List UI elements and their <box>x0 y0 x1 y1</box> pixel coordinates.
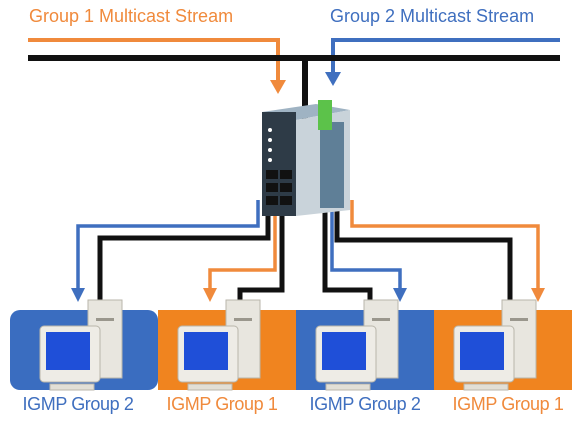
computer-monitor-screen <box>322 332 366 370</box>
host-group-label: IGMP Group 2 <box>22 394 134 414</box>
group1-arrowhead-host-2 <box>203 288 217 302</box>
group2-stream-arrowhead <box>325 72 341 86</box>
computer-keyboard <box>187 383 233 391</box>
group2-stream-line <box>331 38 560 74</box>
switch-port <box>266 170 278 179</box>
computer-monitor-screen <box>46 332 90 370</box>
group1-stream-arrowhead <box>270 80 286 94</box>
switch-status-leds <box>268 128 272 162</box>
group2-path-host-3 <box>330 210 402 290</box>
switch-port <box>266 183 278 192</box>
group2-arrowhead-host-1 <box>71 288 85 302</box>
switch-terminal-block <box>318 100 332 130</box>
host-computers <box>39 299 537 391</box>
cable-host-4 <box>334 205 513 338</box>
switch-led <box>268 158 272 162</box>
computer-drive-slot <box>96 318 114 321</box>
computer-keyboard <box>463 383 509 391</box>
cable-host-1 <box>97 205 271 338</box>
switch-led <box>268 128 272 132</box>
group1-path-host-4 <box>350 200 540 290</box>
switch-port <box>280 170 292 179</box>
computer-monitor-screen <box>184 332 228 370</box>
computer-drive-slot <box>372 318 390 321</box>
host-group-label: IGMP Group 1 <box>166 394 278 414</box>
computer-icon <box>453 299 537 391</box>
switch-ports <box>266 170 292 205</box>
group1-arrowhead-host-4 <box>531 288 545 302</box>
group2-path-host-1 <box>76 200 260 290</box>
switch-din-rail <box>320 122 344 208</box>
computer-keyboard <box>49 383 95 391</box>
computer-drive-slot <box>234 318 252 321</box>
group2-stream-label: Group 2 Multicast Stream <box>330 6 535 26</box>
switch-led <box>268 148 272 152</box>
group1-path-host-2 <box>208 210 277 290</box>
switch-port <box>280 196 292 205</box>
switch-port <box>266 196 278 205</box>
computer-monitor-screen <box>460 332 504 370</box>
group1-stream-line <box>28 38 280 82</box>
group1-stream-label: Group 1 Multicast Stream <box>29 6 234 26</box>
host-group-label: IGMP Group 1 <box>452 394 564 414</box>
host-group-label: IGMP Group 2 <box>309 394 421 414</box>
switch-led <box>268 138 272 142</box>
computer-icon <box>315 299 399 391</box>
ethernet-switch <box>262 100 350 216</box>
computer-drive-slot <box>510 318 528 321</box>
top-streams <box>28 38 560 94</box>
computer-icon <box>39 299 123 391</box>
switch-port <box>280 183 292 192</box>
group2-arrowhead-host-3 <box>393 288 407 302</box>
computer-icon <box>177 299 261 391</box>
computer-keyboard <box>325 383 371 391</box>
